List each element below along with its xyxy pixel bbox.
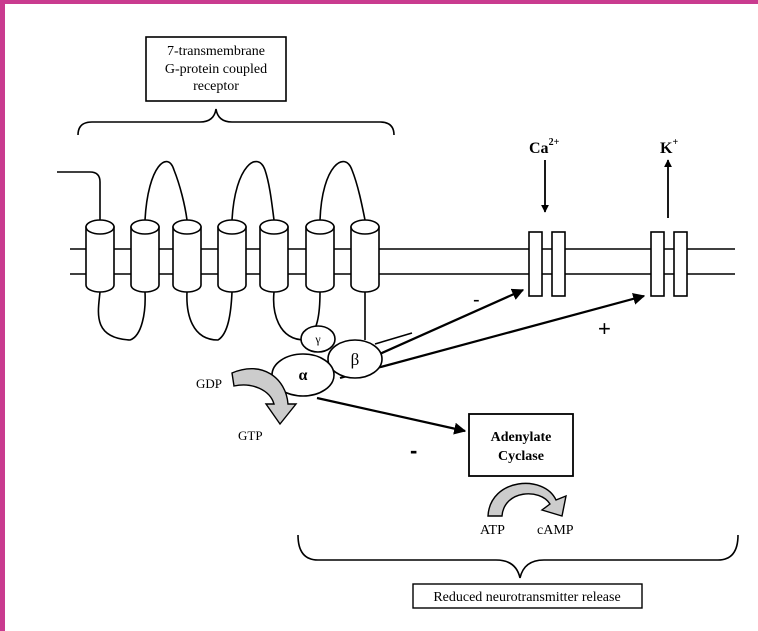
calcium-effect-sign: - (473, 289, 480, 311)
helix-4 (217, 219, 247, 293)
receptor-label-line2: G-protein coupled (165, 62, 267, 77)
receptor-label-box: 7-transmembrane G-protein coupled recept… (145, 36, 287, 102)
beta-subunit-tail (374, 332, 413, 345)
helix-2 (130, 219, 160, 293)
helix-6 (305, 219, 335, 293)
helix-5 (259, 219, 289, 293)
beta-label: β (351, 350, 360, 369)
alpha-label: α (299, 367, 308, 384)
camp-label: cAMP (537, 523, 574, 538)
receptor-label-line3: receptor (193, 79, 239, 94)
transmembrane-helices (85, 219, 380, 293)
gdp-gtp-exchange-arrow (231, 368, 298, 426)
gamma-subunit (300, 325, 336, 353)
outcome-brace (297, 534, 739, 579)
gdp-label: GDP (196, 376, 222, 391)
receptor-brace (77, 108, 395, 136)
receptor-label-line1: 7-transmembrane (167, 44, 265, 59)
helix-7 (350, 219, 380, 293)
cyclase-effect-sign: - (410, 438, 417, 463)
cell-membrane (70, 248, 735, 275)
adenylate-cyclase-box: Adenylate Cyclase (468, 413, 574, 477)
outcome-box: Reduced neurotransmitter release (412, 583, 643, 609)
adenylate-cyclase-line2: Cyclase (498, 449, 544, 464)
inhibit-cyclase-arrow (316, 396, 467, 435)
activate-potassium-arrow (339, 293, 646, 380)
potassium-channel (650, 231, 688, 297)
calcium-channel (528, 231, 566, 297)
gtp-label: GTP (238, 428, 263, 443)
helix-3 (172, 219, 202, 293)
potassium-label: K+ (660, 137, 678, 157)
potassium-effect-sign: + (598, 316, 611, 341)
atp-camp-conversion-arrow (487, 482, 567, 517)
g-protein (271, 325, 383, 397)
helix-1 (85, 219, 115, 293)
gamma-label: γ (314, 332, 321, 346)
atp-label: ATP (480, 523, 505, 538)
calcium-label: Ca2+ (529, 137, 560, 157)
beta-subunit (327, 339, 383, 379)
adenylate-cyclase-line1: Adenylate (491, 430, 552, 445)
outcome-label: Reduced neurotransmitter release (433, 590, 620, 605)
